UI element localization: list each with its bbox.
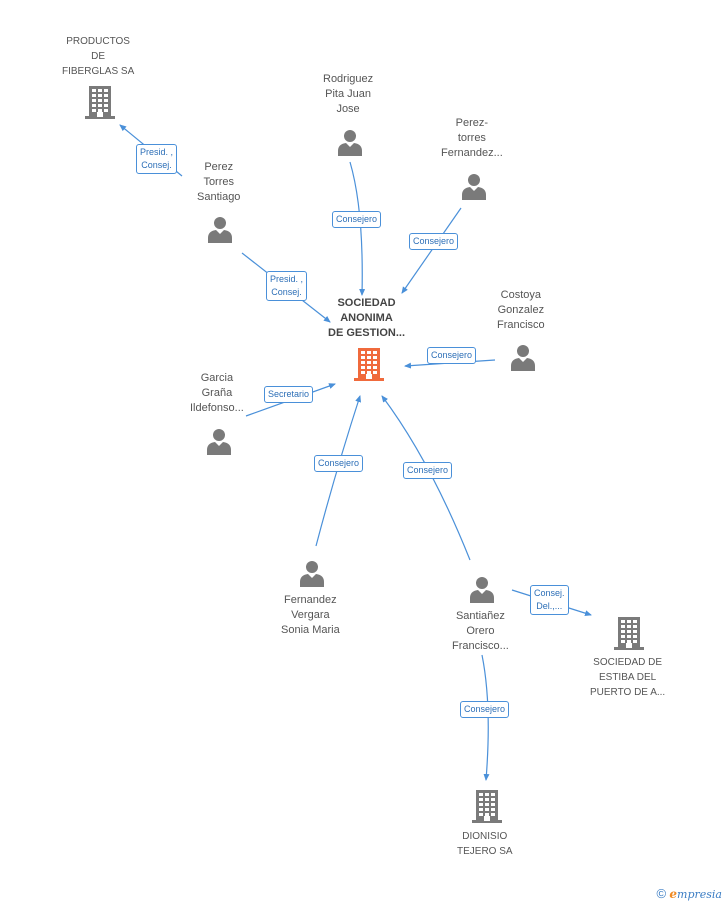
node-label-line: Orero: [466, 625, 495, 637]
brand-footer: © empresia: [656, 886, 722, 901]
edge-label-line: Consejero: [413, 236, 455, 246]
person-icon[interactable]: [205, 427, 233, 460]
node-label-line: TEJERO SA: [457, 846, 513, 857]
edge-label-line: Consejero: [318, 458, 360, 468]
person-icon[interactable]: [206, 215, 234, 248]
node-label-line: Santiago: [197, 191, 241, 203]
person-icon[interactable]: [298, 559, 326, 592]
node-label-line: Francisco: [497, 319, 545, 331]
edge-label-perezts-to-productos[interactable]: Presid. , Consej.: [136, 144, 178, 174]
company-building-icon[interactable]: [85, 85, 115, 124]
node-label-line: DE GESTION...: [328, 327, 406, 339]
node-label-line: FIBERGLAS SA: [62, 66, 135, 77]
node-label-line: Fernandez: [284, 594, 337, 606]
company-building-icon[interactable]: [472, 789, 502, 828]
node-label-line: Fernandez...: [441, 147, 503, 159]
node-label-line: Torres: [203, 176, 234, 188]
node-label-line: Perez-: [455, 117, 489, 129]
edge-label-line: Presid. ,: [140, 147, 174, 157]
edge-label-line: Consej.: [534, 588, 565, 598]
brand-logo-initial: e: [669, 887, 678, 901]
node-label-productos[interactable]: PRODUCTOS DE FIBERGLAS SA: [62, 34, 134, 79]
edge-label-garcia-to-center[interactable]: Secretario: [264, 386, 314, 403]
edge-label-line: Consejero: [336, 214, 378, 224]
person-icon[interactable]: [460, 172, 488, 205]
person-icon[interactable]: [336, 128, 364, 161]
edge-label-line: Secretario: [268, 389, 310, 399]
node-label-line: Gonzalez: [497, 304, 545, 316]
edge-label-line: Consej.: [271, 287, 302, 297]
edge-rodriguez-to-center: [349, 161, 366, 296]
node-label-line: PRODUCTOS: [66, 36, 130, 47]
node-label-line: Costoya: [500, 289, 542, 301]
copyright-icon: ©: [656, 886, 667, 901]
company-building-icon[interactable]: [614, 616, 644, 655]
node-label-line: SOCIEDAD DE: [593, 657, 663, 668]
edge-label-line: Consejero: [407, 465, 449, 475]
edge-label-line: Presid. ,: [270, 274, 304, 284]
center-company-icon[interactable]: [354, 347, 384, 386]
edge-label-santianez-to-dionisio[interactable]: Consejero: [460, 701, 510, 718]
node-label-line: Rodriguez: [323, 73, 374, 85]
node-label-line: PUERTO DE A...: [590, 687, 666, 698]
node-label-line: Vergara: [291, 609, 330, 621]
edge-label-line: Consejero: [464, 704, 506, 714]
node-label-line: Garcia: [200, 372, 234, 384]
edge-label-pereztf-to-center[interactable]: Consejero: [409, 233, 459, 250]
edge-label-rodriguez-to-center[interactable]: Consejero: [332, 211, 382, 228]
node-label-line: ANONIMA: [340, 312, 393, 324]
edge-label-line: Consejero: [431, 350, 473, 360]
brand-logo-text: mpresia: [677, 888, 722, 901]
node-label-line: Jose: [336, 103, 360, 115]
node-label-dionisio[interactable]: DIONISIO TEJERO SA: [457, 829, 513, 859]
edge-label-fernandez-to-center[interactable]: Consejero: [314, 455, 364, 472]
edge-label-santianez-to-center[interactable]: Consejero: [403, 462, 453, 479]
edge-label-line: Del.,...: [536, 601, 563, 611]
edge-label-santianez-to-estiba[interactable]: Consej. Del.,...: [530, 585, 569, 615]
node-label-line: Sonia Maria: [281, 624, 340, 636]
person-icon[interactable]: [468, 575, 496, 608]
node-label-line: Graña: [201, 387, 233, 399]
edge-label-line: Consej.: [141, 160, 172, 170]
edge-label-perezts-to-center[interactable]: Presid. , Consej.: [266, 271, 308, 301]
node-label-line: Ildefonso...: [190, 402, 244, 414]
node-label-line: SOCIEDAD: [337, 297, 396, 309]
edge-pereztf-to-center: [401, 207, 462, 294]
node-label-line: torres: [457, 132, 486, 144]
edge-label-costoya-to-center[interactable]: Consejero: [427, 347, 477, 364]
node-label-line: Perez: [204, 161, 234, 173]
person-icon[interactable]: [509, 343, 537, 376]
node-label-estiba[interactable]: SOCIEDAD DE ESTIBA DEL PUERTO DE A...: [590, 655, 665, 700]
node-label-line: DIONISIO: [462, 831, 508, 842]
node-label-line: Santiañez: [455, 610, 505, 622]
node-label-center[interactable]: SOCIEDAD ANONIMA DE GESTION...: [328, 296, 405, 341]
node-label-line: DE: [91, 51, 106, 62]
node-label-line: ESTIBA DEL: [598, 672, 657, 683]
node-label-line: Pita Juan: [325, 88, 371, 100]
node-label-line: Francisco...: [452, 640, 509, 652]
